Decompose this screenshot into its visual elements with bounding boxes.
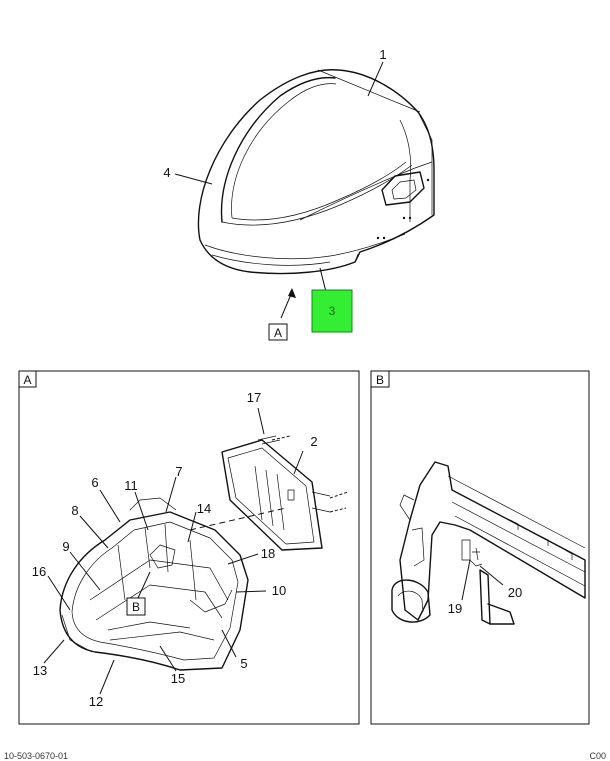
view-a-marker[interactable] xyxy=(268,323,288,341)
view-b-marker-label: B xyxy=(132,600,140,614)
detail-panel-a xyxy=(18,370,360,725)
callout-16[interactable]: 16 xyxy=(32,564,46,579)
callout-6[interactable]: 6 xyxy=(91,475,98,490)
view-b-marker[interactable] xyxy=(126,597,146,616)
callout-18[interactable]: 18 xyxy=(261,546,275,561)
hood-frame-drawing xyxy=(59,497,249,671)
callout-4[interactable]: 4 xyxy=(163,165,170,180)
hood-assembly-drawing xyxy=(197,69,435,275)
callout-15[interactable]: 15 xyxy=(171,671,185,686)
frame-detail-b-drawing xyxy=(391,461,586,625)
callout-12[interactable]: 12 xyxy=(89,694,103,709)
callout-14[interactable]: 14 xyxy=(197,501,211,516)
callout-10[interactable]: 10 xyxy=(272,583,286,598)
callout-11[interactable]: 11 xyxy=(124,478,138,493)
callout-7[interactable]: 7 xyxy=(175,464,182,479)
panel-a-label: A xyxy=(23,373,31,387)
callout-3[interactable]: 3 xyxy=(329,304,336,318)
callout-13[interactable]: 13 xyxy=(33,663,47,678)
view-a-marker-label: A xyxy=(274,326,282,340)
revision-code: C00 xyxy=(589,751,606,761)
detail-panel-b xyxy=(370,370,590,725)
callout-8[interactable]: 8 xyxy=(71,503,78,518)
callout-19[interactable]: 19 xyxy=(448,601,462,616)
panel-part-2-drawing xyxy=(221,435,349,551)
callout-2[interactable]: 2 xyxy=(310,434,317,449)
highlight-box-3[interactable] xyxy=(311,289,353,333)
callout-5[interactable]: 5 xyxy=(240,656,247,671)
callout-20[interactable]: 20 xyxy=(508,585,522,600)
callout-17[interactable]: 17 xyxy=(247,390,261,405)
callout-9[interactable]: 9 xyxy=(62,539,69,554)
panel-b-label: B xyxy=(376,373,384,387)
drawing-number: 10-503-0670-01 xyxy=(4,751,68,761)
callout-1[interactable]: 1 xyxy=(379,47,386,62)
